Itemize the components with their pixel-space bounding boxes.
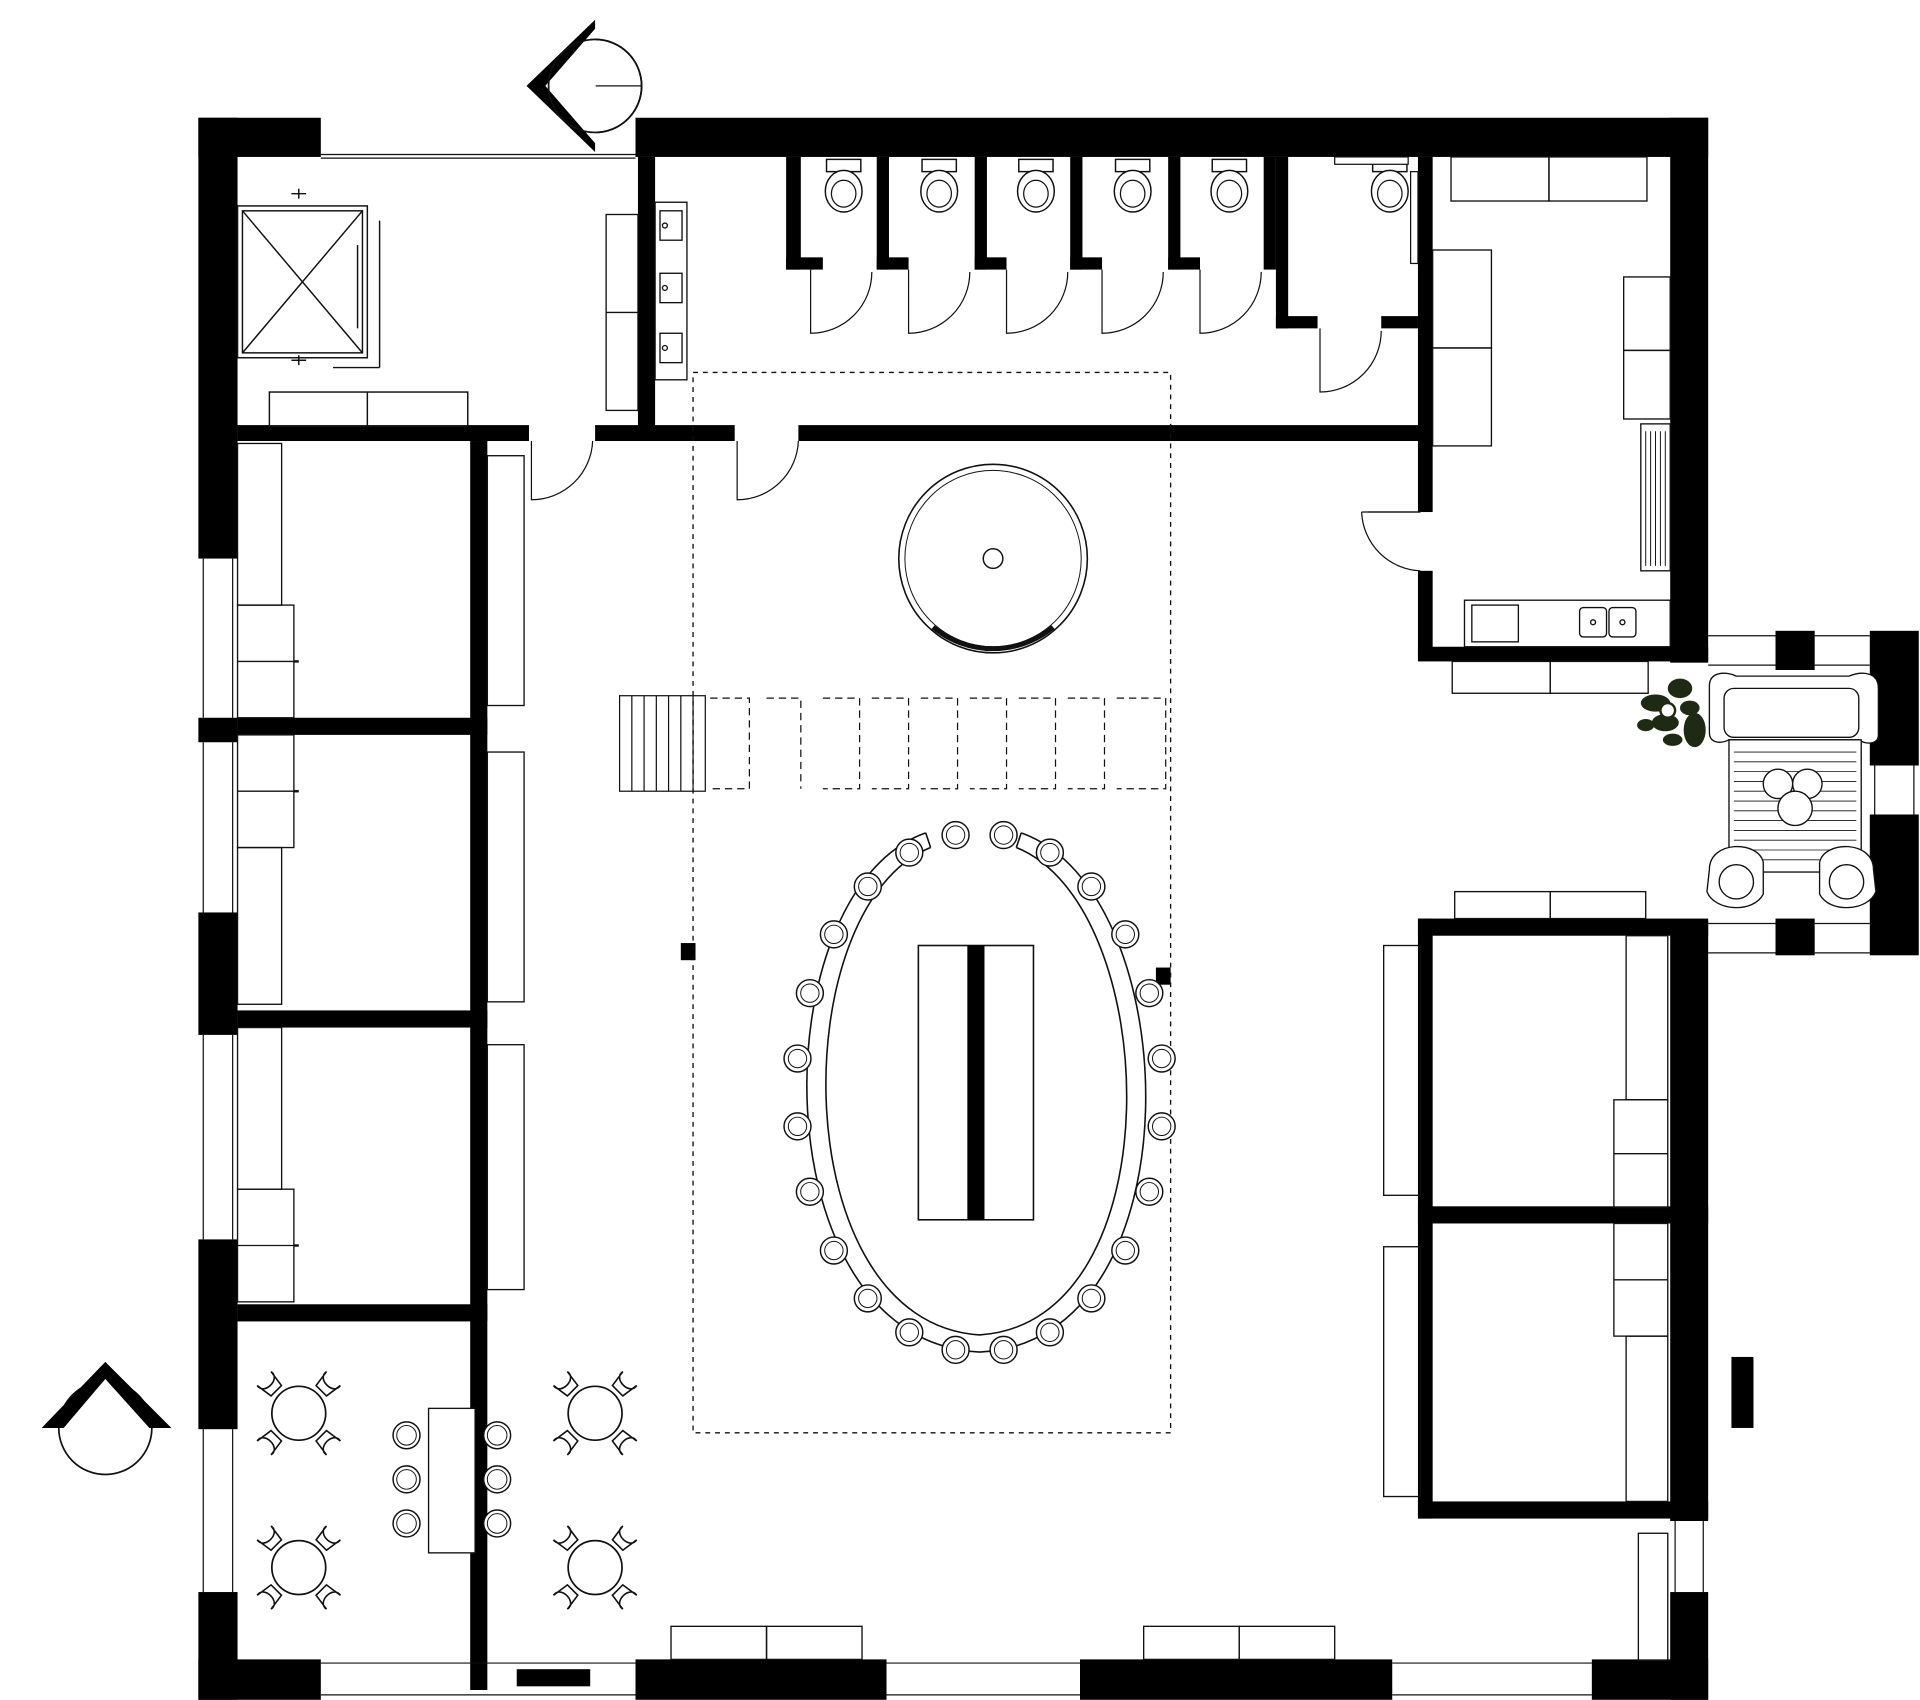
bottom-storage (670, 1625, 1336, 1661)
conference-chair (853, 1284, 883, 1313)
conference-chair (1147, 1112, 1176, 1141)
atrium-outline (692, 371, 1172, 1434)
lounge-nook (1706, 672, 1880, 909)
conference-chair (819, 920, 849, 949)
spiral-element (897, 463, 1089, 654)
conference-chair (1035, 1318, 1065, 1347)
conference-chair (1035, 838, 1065, 867)
conference-chair (795, 1177, 825, 1206)
conference-chair (1135, 1177, 1164, 1206)
conference-chair (1077, 872, 1106, 901)
conference-chair (1111, 1236, 1140, 1265)
conference-chair (989, 820, 1018, 850)
communal-table (392, 1407, 512, 1554)
conference-chair (895, 838, 924, 867)
conference-chair (941, 820, 970, 850)
conference-chair (941, 1335, 970, 1365)
interior-walls (237, 156, 1709, 1691)
conference-chair (895, 1318, 924, 1347)
right-office-furniture (1383, 660, 1669, 1662)
section-marker-north (526, 19, 643, 153)
section-marker-west (41, 1361, 172, 1476)
conference-chair (1135, 978, 1164, 1008)
conference-chair (783, 1112, 812, 1141)
conference-chair (989, 1335, 1018, 1365)
conference-chair (1077, 1284, 1106, 1313)
conference-chair (853, 872, 883, 901)
elevator (236, 188, 469, 428)
conference-chair (795, 978, 825, 1008)
conference-chair (1147, 1044, 1176, 1073)
conference-chair (1111, 920, 1140, 949)
conference-chairs (783, 820, 1176, 1365)
conference-table (806, 832, 1147, 1353)
conference-chair (783, 1044, 812, 1073)
toilets (824, 156, 1419, 265)
kitchen (1431, 156, 1671, 648)
left-office-furniture (236, 442, 525, 1303)
plant (1637, 678, 1706, 748)
exterior-walls (198, 117, 1919, 1700)
windows (202, 153, 1915, 1696)
doors (530, 269, 1421, 572)
washroom-fixtures (605, 201, 688, 412)
conference-chair (819, 1236, 849, 1265)
stairs (618, 695, 1167, 792)
